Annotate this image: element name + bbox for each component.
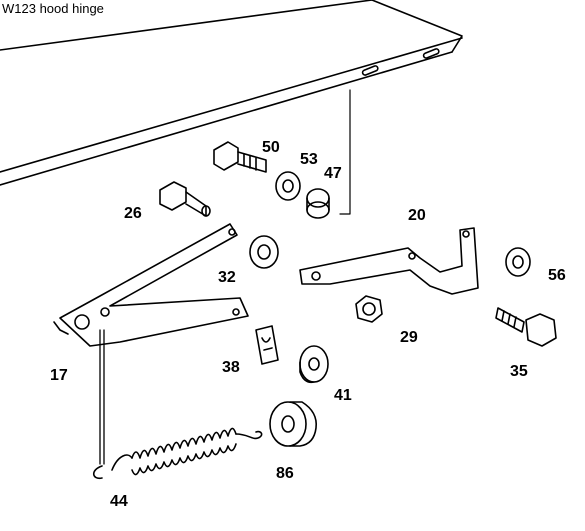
bolt-50: [213, 141, 267, 173]
label-56: 56: [548, 267, 566, 284]
label-38: 38: [222, 359, 240, 376]
washer-56: [505, 247, 531, 277]
label-47: 47: [324, 165, 342, 182]
label-44: 44: [110, 493, 128, 510]
label-17: 17: [50, 367, 68, 384]
label-32: 32: [218, 269, 236, 286]
part-labels: 50 53 47 26 20 32 56 29 17 38 41 35 86 4…: [50, 139, 566, 510]
label-26: 26: [124, 205, 142, 222]
spacer-47: [306, 188, 330, 219]
hood-panel: [0, 0, 463, 215]
label-86: 86: [276, 465, 294, 482]
label-35: 35: [510, 363, 528, 380]
hinge-arm: [53, 223, 249, 347]
washer-32: [249, 235, 279, 269]
clip-38: [255, 325, 279, 365]
bushing-53: [275, 171, 301, 201]
label-41: 41: [334, 387, 352, 404]
label-53: 53: [300, 151, 318, 168]
bushing-86: [269, 401, 318, 447]
nut-29: [355, 295, 383, 323]
bolt-26: [159, 181, 211, 217]
spring: [92, 329, 263, 480]
diagram-title: W123 hood hinge: [2, 1, 104, 16]
label-20: 20: [408, 207, 426, 224]
washer-41: [299, 345, 329, 384]
bolt-35: [495, 307, 557, 347]
label-50: 50: [262, 139, 280, 156]
link-20: [299, 227, 479, 295]
label-29: 29: [400, 329, 418, 346]
